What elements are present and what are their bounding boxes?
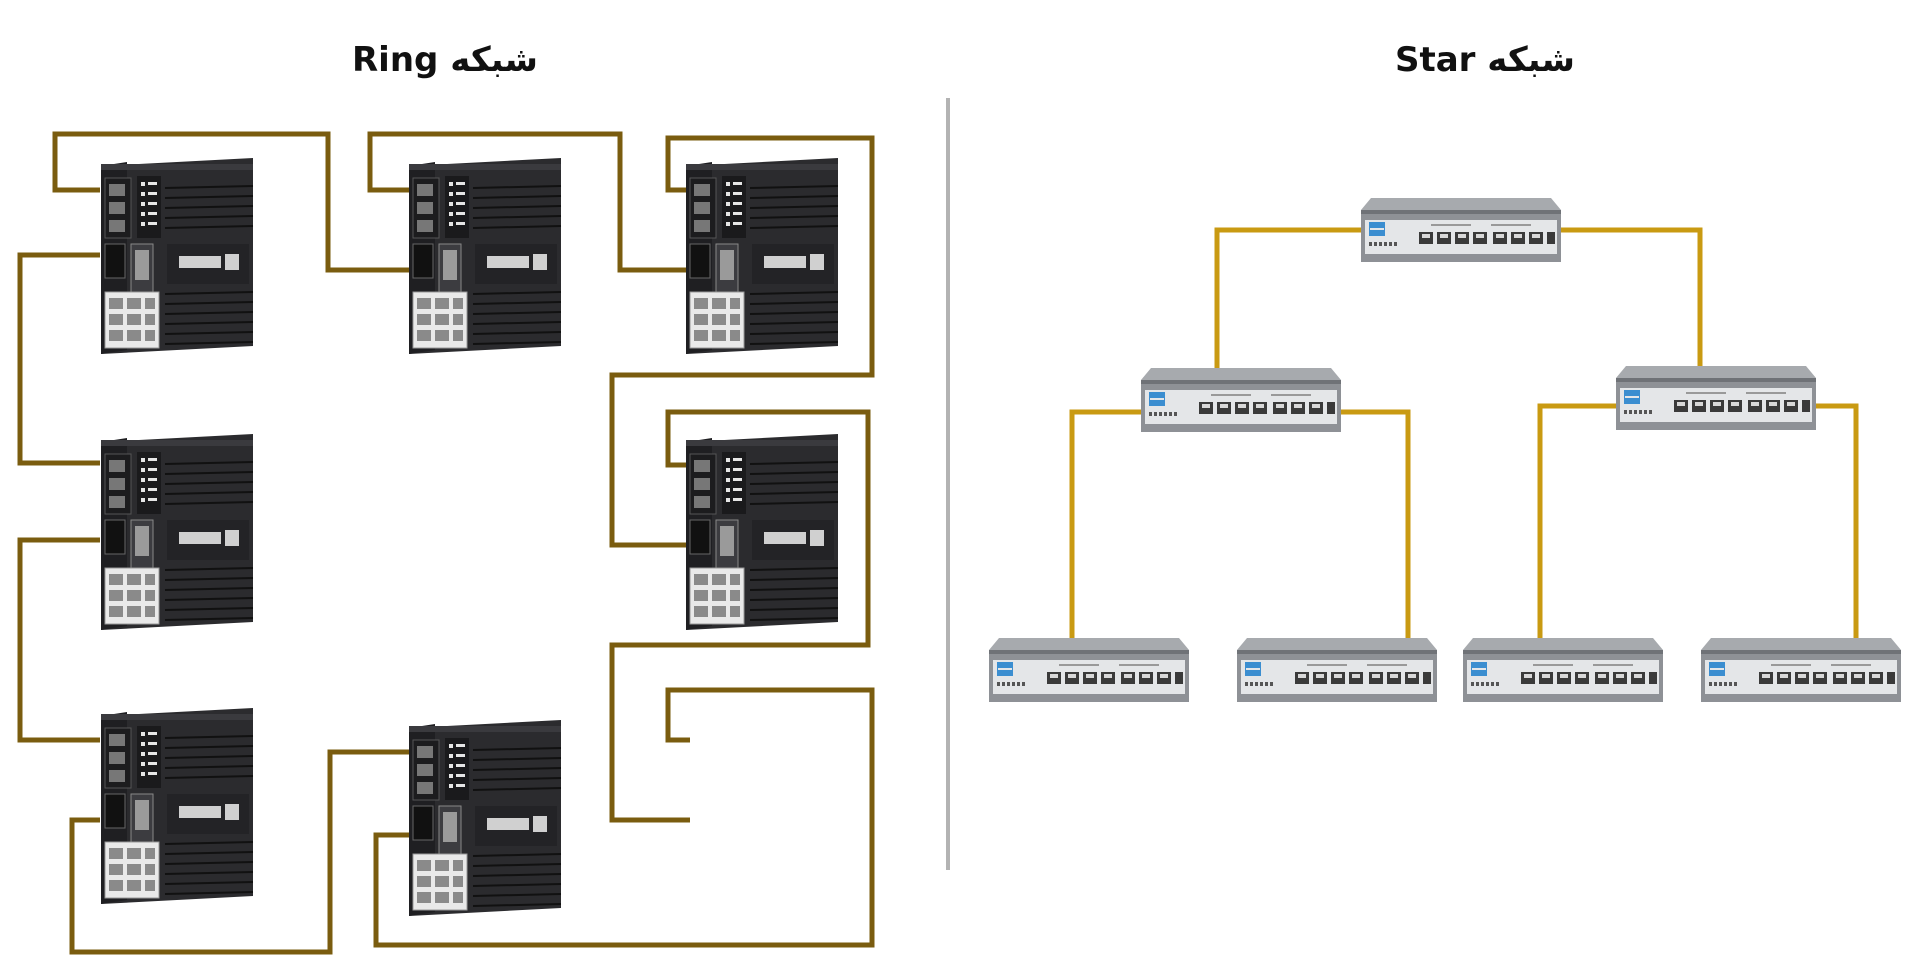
- industrial-switch-1: [100, 158, 254, 355]
- star-cable: [1560, 227, 1703, 368]
- ring-network-title: شبکه Ring: [352, 40, 538, 80]
- star-cable: [1537, 403, 1617, 640]
- ring-devices: [100, 158, 839, 917]
- distribution-switch-left: [1141, 368, 1341, 432]
- ring-cable: [609, 135, 875, 548]
- industrial-switch-3: [685, 158, 839, 355]
- ring-cable: [609, 409, 871, 823]
- star-cable: [1340, 409, 1411, 640]
- core-switch: [1361, 198, 1561, 262]
- distribution-switch-right: [1616, 366, 1816, 430]
- access-switch-3: [1463, 638, 1663, 702]
- star-cables: [1069, 227, 1859, 640]
- ring-cable: [17, 252, 100, 466]
- star-network-title: شبکه Star: [1395, 40, 1575, 80]
- access-switch-1: [989, 638, 1189, 702]
- ring-cable: [367, 131, 690, 273]
- star-cable: [1069, 409, 1142, 640]
- star-cable: [1815, 403, 1859, 640]
- star-cable: [1214, 227, 1362, 368]
- industrial-switch-7: [408, 720, 562, 917]
- industrial-switch-5: [685, 434, 839, 631]
- access-switch-2: [1237, 638, 1437, 702]
- ring-cable: [52, 131, 412, 273]
- ring-cable: [17, 537, 100, 743]
- ring-cable: [69, 749, 412, 955]
- ring-cable: [373, 687, 875, 948]
- industrial-switch-2: [408, 158, 562, 355]
- industrial-switch-6: [100, 708, 254, 905]
- star-devices: [989, 198, 1901, 702]
- ring-cables: [17, 131, 875, 955]
- access-switch-4: [1701, 638, 1901, 702]
- industrial-switch-4: [100, 434, 254, 631]
